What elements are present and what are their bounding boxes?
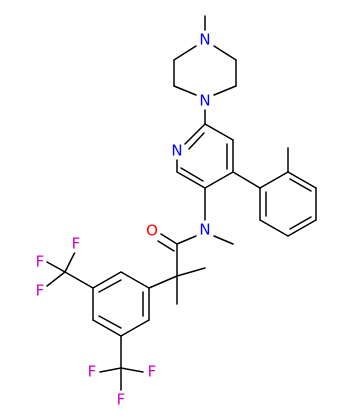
bond	[173, 85, 197, 96]
atom-label-background	[146, 362, 158, 381]
bond	[157, 240, 175, 252]
atom-label-background	[145, 221, 159, 240]
bond	[213, 85, 237, 96]
bond	[213, 45, 237, 61]
bond	[176, 171, 206, 189]
fluorine-label: F	[88, 363, 97, 381]
bond	[289, 216, 312, 230]
bond	[98, 279, 122, 293]
bonds	[46, 15, 317, 393]
bond	[120, 271, 150, 289]
bond	[184, 123, 206, 145]
bond	[148, 275, 178, 289]
bond	[188, 132, 205, 150]
bond	[173, 45, 197, 61]
atom-label-background	[34, 252, 46, 271]
bond	[120, 319, 150, 337]
bond	[259, 219, 289, 237]
atom-label-background	[34, 281, 46, 300]
fluorine-label: F	[36, 282, 45, 300]
fluorine-label: F	[148, 363, 157, 381]
bond	[176, 267, 206, 277]
bond	[160, 233, 178, 245]
bond	[204, 123, 234, 141]
bond	[98, 315, 122, 329]
atom-label-background	[198, 220, 212, 239]
fluorine-label: F	[72, 235, 81, 253]
atom-label-background	[115, 390, 127, 409]
bond	[99, 367, 122, 373]
bond	[213, 235, 234, 245]
bond	[176, 235, 197, 245]
atom-labels: N N N N O F F F F F F	[34, 30, 212, 409]
bond	[232, 171, 261, 189]
fluorine-label: F	[36, 253, 45, 271]
atom-label-background	[86, 362, 98, 381]
atom-label-background	[170, 141, 184, 160]
bond	[120, 367, 144, 373]
bond	[289, 178, 312, 192]
atom-label-background	[198, 30, 212, 49]
nitrogen-label: N	[199, 221, 210, 239]
bond	[287, 171, 317, 189]
bond	[92, 271, 122, 289]
oxygen-label: O	[146, 222, 158, 240]
nitrogen-label: N	[199, 31, 210, 49]
bond	[46, 271, 66, 287]
atom-label-background	[70, 234, 82, 253]
bond	[287, 219, 317, 237]
fluorine-label: F	[117, 391, 126, 409]
bond	[64, 251, 76, 273]
atom-label-background	[198, 91, 212, 110]
nitrogen-label: N	[199, 92, 210, 110]
bond	[46, 261, 66, 273]
bond	[180, 167, 204, 182]
bond	[64, 271, 94, 289]
bond	[259, 171, 289, 189]
bond	[204, 171, 234, 189]
nitrogen-label: N	[171, 142, 182, 160]
bond	[92, 319, 122, 337]
